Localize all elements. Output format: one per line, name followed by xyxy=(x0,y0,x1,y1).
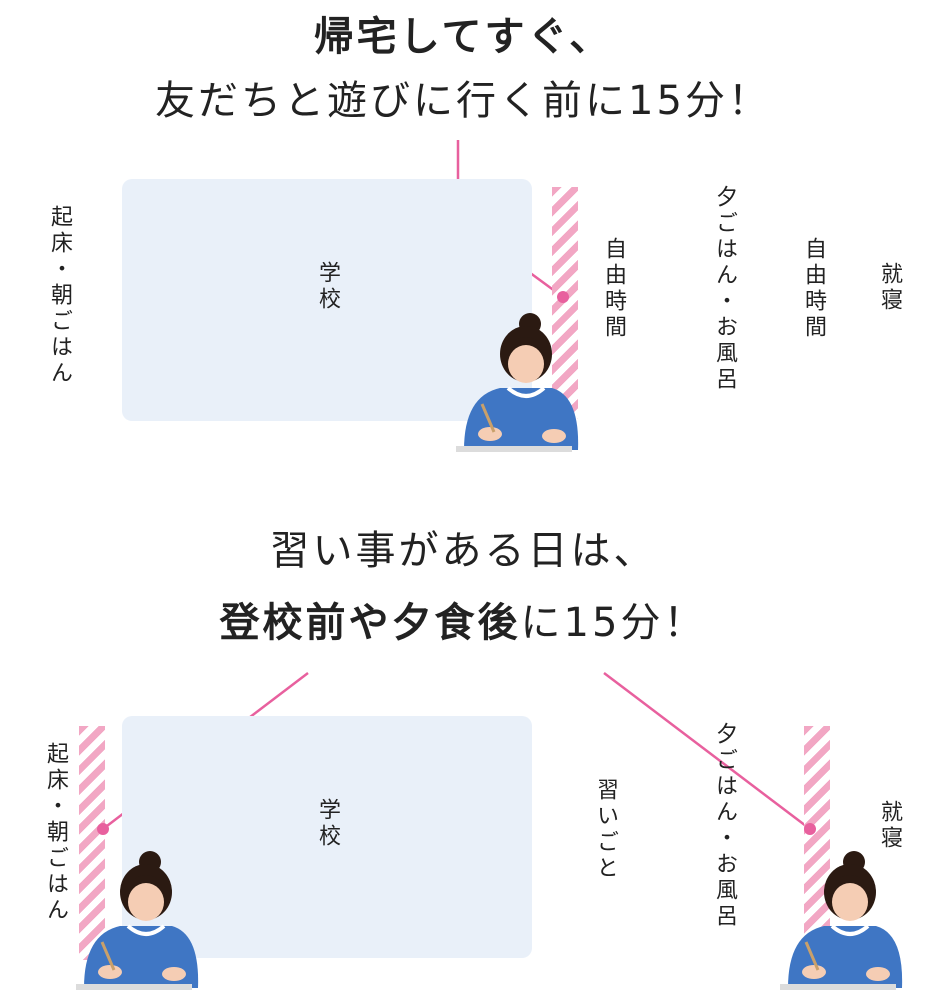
studying-girl-icon xyxy=(780,851,903,990)
timeline-2-wake-label: 起床・朝ごはん xyxy=(43,742,68,924)
timeline-2-study-slot-morning xyxy=(79,726,105,960)
timeline-1-marker-dot xyxy=(557,291,569,303)
timeline-1-wake-label: 起床・朝ごはん xyxy=(47,205,72,387)
timeline-1-school-block: 学校 xyxy=(122,179,532,421)
timeline-1-dinner-label: 夕ごはん・お風呂 xyxy=(712,185,737,393)
timeline-2-marker-dot-morning xyxy=(97,823,109,835)
section-2-heading-line-2-bold-text: 登校前や夕食後 xyxy=(219,600,521,646)
section-2-heading-line-2: 登校前や夕食後に15分！ xyxy=(0,592,926,654)
section-2-heading-line-1-text: 習い事がある日は、 xyxy=(269,528,657,574)
timeline-1-free-time-2-label: 自由時間 xyxy=(801,237,826,341)
section-1-heading-line-1: 帰宅してすぐ、 xyxy=(0,6,926,68)
timeline-2-sleep-label: 就寝 xyxy=(877,800,902,852)
timeline-1-free-time-1-label: 自由時間 xyxy=(601,237,626,341)
section-1-heading-line-2-text: 友だちと遊びに行く前に15分！ xyxy=(155,78,771,124)
timeline-1-study-slot xyxy=(552,187,578,419)
timeline-2-marker-dot-evening xyxy=(804,823,816,835)
section-1-heading-line-2: 友だちと遊びに行く前に15分！ xyxy=(0,70,926,132)
timeline-2-school-label: 学校 xyxy=(315,798,340,850)
timeline-1-sleep-label: 就寝 xyxy=(877,262,902,314)
timeline-2-dinner-label: 夕ごはん・お風呂 xyxy=(712,722,737,930)
section-1-heading-line-1-text: 帰宅してすぐ、 xyxy=(313,14,613,60)
timeline-2-study-slot-evening xyxy=(804,726,830,960)
connector-line-3 xyxy=(603,672,811,830)
studying-girl-icon xyxy=(456,313,579,452)
timeline-1-school-label: 学校 xyxy=(315,261,340,313)
timeline-2-school-block: 学校 xyxy=(122,716,532,958)
timeline-2-lessons-label: 習いごと xyxy=(593,778,618,882)
studying-girl-icon xyxy=(76,851,199,990)
section-2-heading-line-2-rest-text: に15分！ xyxy=(520,600,707,646)
section-2-heading-line-1: 習い事がある日は、 xyxy=(0,520,926,582)
